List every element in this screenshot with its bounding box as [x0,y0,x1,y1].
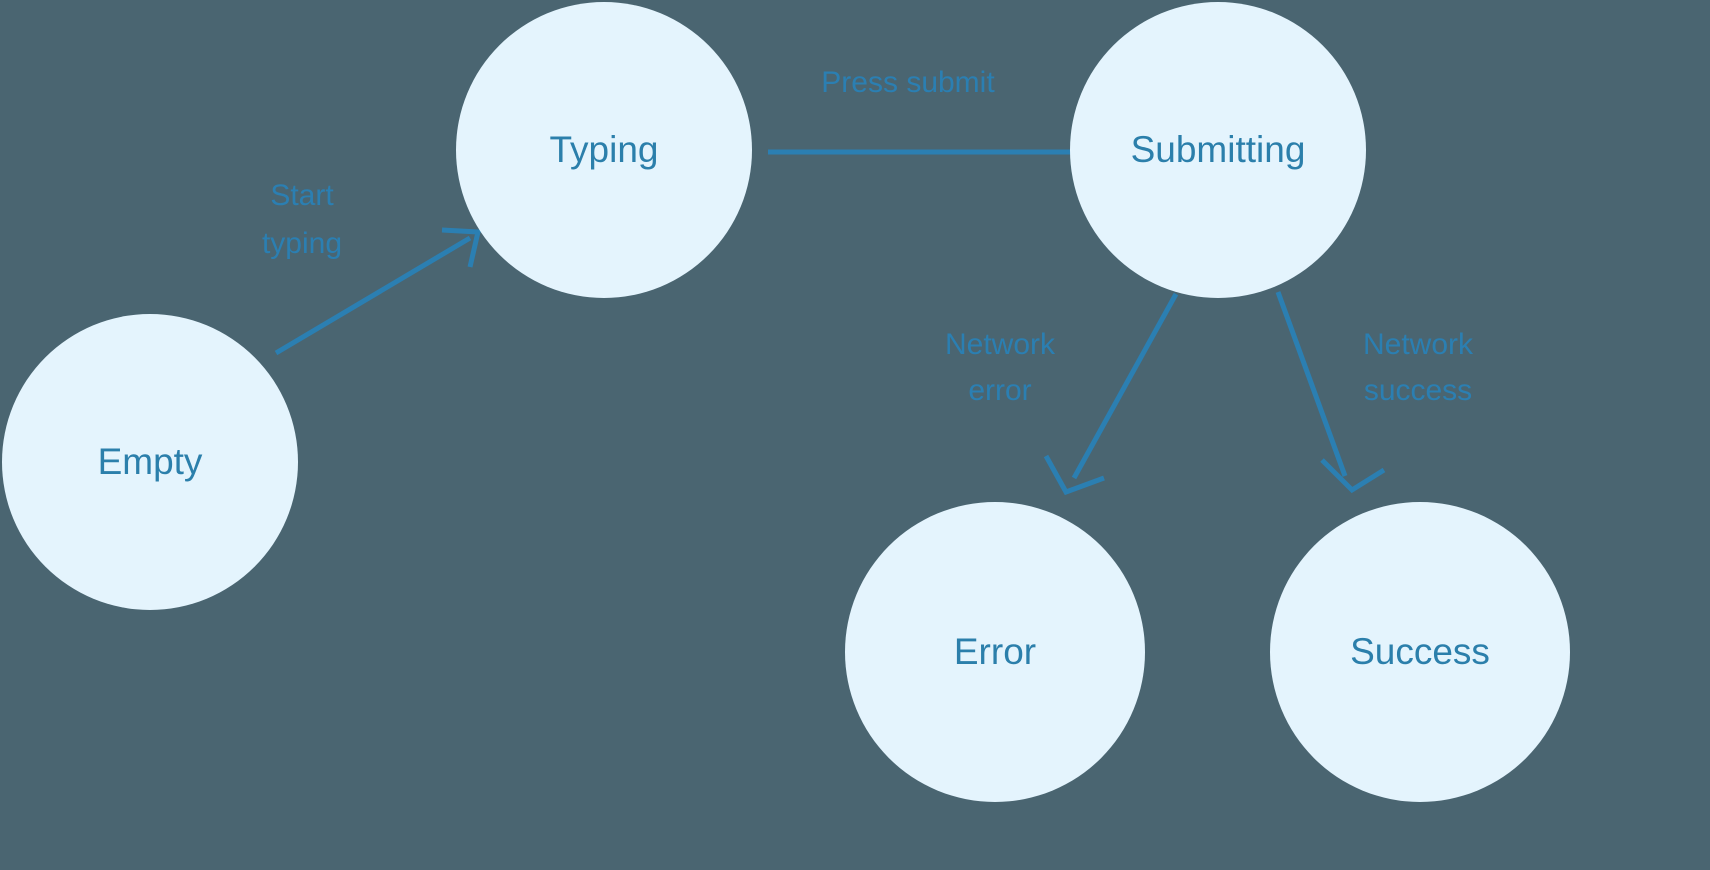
node-empty-label: Empty [98,441,203,482]
edge-label-submitting-to-success-line1: Network [1363,328,1474,361]
node-submitting[interactable]: Submitting [1070,2,1366,298]
node-success-label: Success [1350,631,1490,672]
edge-label-empty-to-typing-line1: Start [270,179,334,212]
node-empty-circle[interactable] [2,314,298,610]
edge-label-empty-to-typing: Start typing [262,179,342,260]
node-typing[interactable]: Typing [456,2,752,298]
edge-label-empty-to-typing-line2: typing [262,227,342,260]
node-error-label: Error [954,631,1036,672]
edge-submitting-to-error-arrowhead [1043,454,1105,496]
edge-label-submitting-to-success-line2: success [1364,374,1472,407]
edge-label-submitting-to-error-line1: Network [945,328,1056,361]
node-submitting-circle[interactable] [1070,2,1366,298]
edge-label-submitting-to-error-line2: error [968,374,1031,407]
edge-label-submitting-to-success: Network success [1363,328,1474,407]
node-typing-label: Typing [549,129,658,170]
edge-empty-to-typing-line [274,235,472,356]
edge-label-typing-to-submitting: Press submit [821,66,995,99]
node-submitting-label: Submitting [1131,129,1306,170]
edge-submitting-to-success-arrowhead [1320,458,1386,494]
node-success[interactable]: Success [1270,502,1570,802]
node-empty[interactable]: Empty [2,314,298,610]
edge-submitting-to-error [1043,292,1179,496]
node-error[interactable]: Error [845,502,1145,802]
edge-submitting-to-success-line [1275,291,1348,477]
edge-empty-to-typing [274,227,482,356]
node-error-circle[interactable] [845,502,1145,802]
edge-label-typing-to-submitting-line1: Press submit [821,66,995,99]
node-success-circle[interactable] [1270,502,1570,802]
edge-submitting-to-error-line [1071,292,1179,480]
edge-submitting-to-success [1275,291,1386,494]
edge-empty-to-typing-arrowhead [441,227,482,268]
node-typing-circle[interactable] [456,2,752,298]
edge-label-submitting-to-error: Network error [945,328,1056,407]
